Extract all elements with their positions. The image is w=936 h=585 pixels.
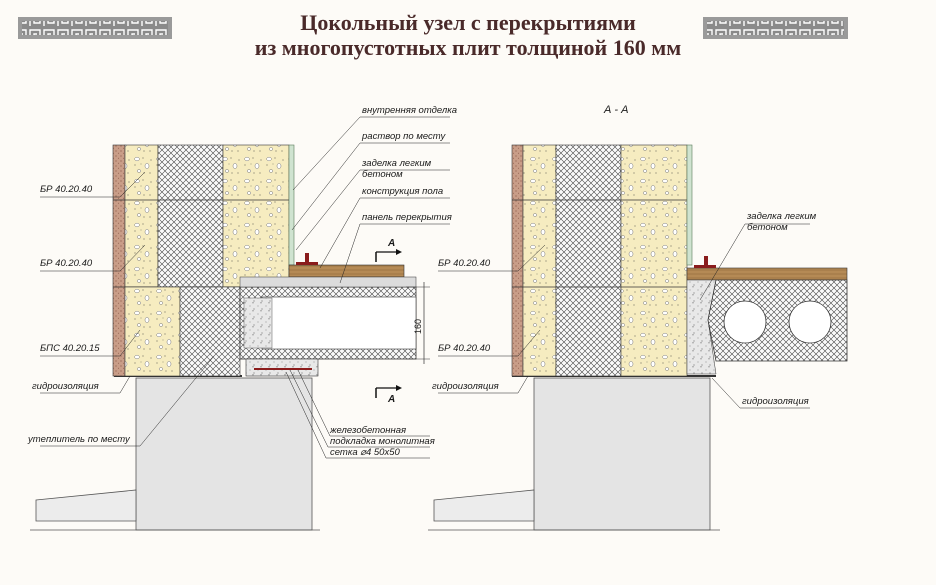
label-right-waterproofing-left: гидроизоляция: [432, 381, 499, 392]
label-fill-light-concrete-2: бетоном: [362, 169, 403, 180]
label-block-3: БПС 40.20.15: [40, 343, 100, 354]
label-fill-light-concrete: заделка легким: [362, 158, 432, 169]
title-line-1: Цокольный узел с перекрытиями: [300, 10, 636, 35]
left-detail: [30, 116, 450, 531]
label-right-fill: заделка легким: [747, 211, 817, 222]
label-right-block-1: БР 40.20.40: [438, 258, 491, 269]
label-waterproofing: гидроизоляция: [32, 381, 99, 392]
label-floor-construction: конструкция пола: [362, 186, 444, 197]
section-mark-bottom: А: [388, 394, 396, 405]
brick-facing: [112, 144, 126, 377]
label-rc-pad-3: сетка ⌀4 50x50: [330, 447, 400, 458]
label-right-waterproofing-right: гидроизоляция: [742, 396, 809, 407]
right-detail: [428, 144, 848, 531]
label-block-1: БР 40.20.40: [40, 184, 93, 195]
label-interior-finish: внутренняя отделка: [362, 105, 457, 116]
label-rc-pad-1: железобетонная: [330, 425, 407, 436]
ornament-right: [703, 17, 848, 39]
label-rc-pad-2: подкладка монолитная: [330, 436, 435, 447]
label-insulation: утеплитель по месту: [28, 434, 130, 445]
label-mortar: раствор по месту: [362, 131, 446, 142]
section-title: А - А: [604, 104, 629, 116]
ground-slope: [35, 489, 137, 522]
label-right-fill-2: бетоном: [747, 222, 788, 233]
dimension-label: 160: [413, 318, 423, 334]
label-block-2: БР 40.20.40: [40, 258, 93, 269]
title-line-2: из многопустотных плит толщиной 160 мм: [254, 35, 682, 60]
label-right-block-2: БР 40.20.40: [438, 343, 491, 354]
ornament-left: [18, 17, 172, 39]
label-floor-panel: панель перекрытия: [362, 212, 452, 223]
section-mark-top: А: [388, 238, 396, 249]
foundation-block: [135, 377, 313, 531]
